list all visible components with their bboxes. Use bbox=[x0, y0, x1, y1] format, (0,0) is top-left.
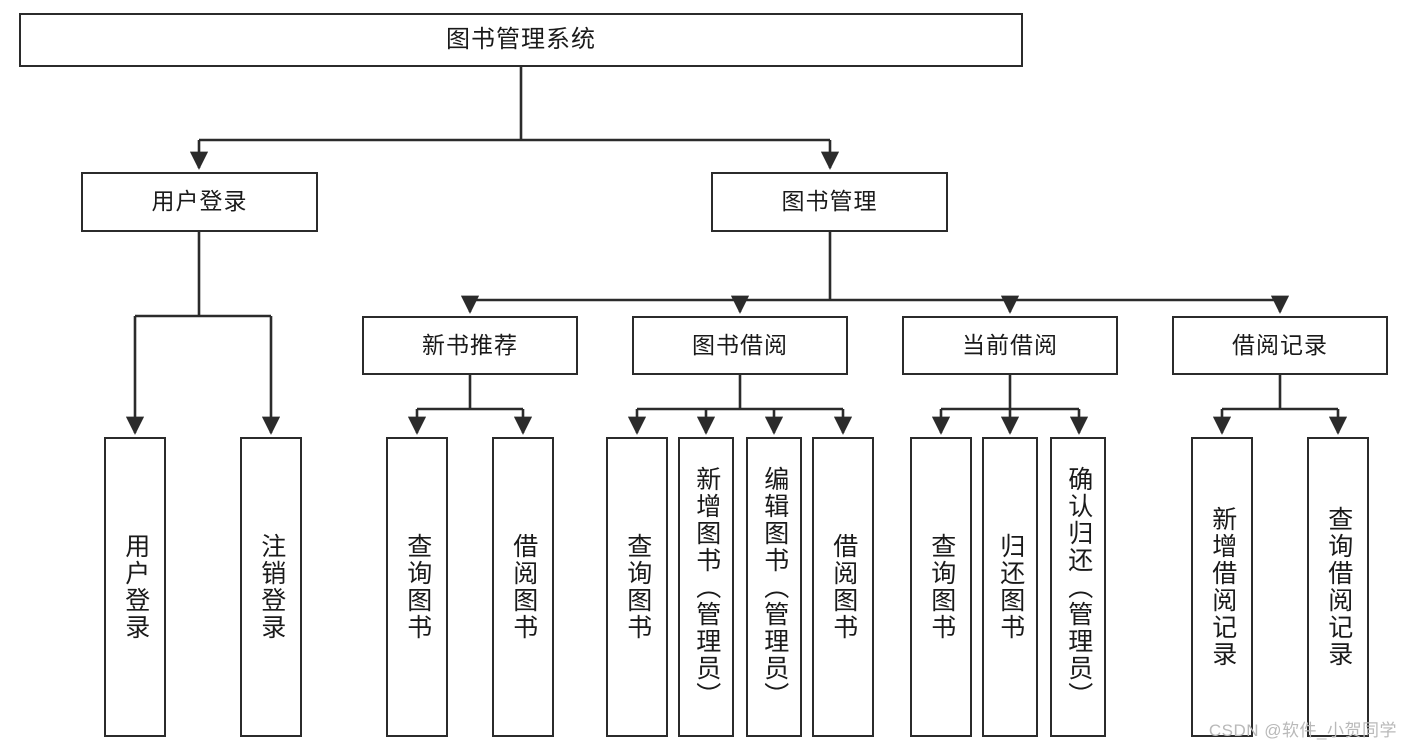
leaf-user-login[interactable]: 用户登录 bbox=[104, 437, 166, 737]
node-label: 查询图书 bbox=[403, 533, 432, 641]
node-label: 借阅图书 bbox=[509, 533, 538, 641]
node-label: 新书推荐 bbox=[422, 331, 518, 358]
leaf-query-borrow-record[interactable]: 查询借阅记录 bbox=[1307, 437, 1369, 737]
leaf-return-book[interactable]: 归还图书 bbox=[982, 437, 1038, 737]
node-label: 图书借阅 bbox=[692, 331, 788, 358]
leaf-query-book-recommend[interactable]: 查询图书 bbox=[386, 437, 448, 737]
node-label: 归还图书 bbox=[996, 533, 1025, 641]
csdn-watermark: CSDN @软件_小贺同学 bbox=[1208, 721, 1397, 740]
node-book-borrow[interactable]: 图书借阅 bbox=[632, 316, 848, 375]
node-new-book-recommend[interactable]: 新书推荐 bbox=[362, 316, 578, 375]
node-label: 确认归还（管理员） bbox=[1064, 465, 1093, 709]
node-label: 图书管理 bbox=[781, 188, 878, 215]
node-current-borrow[interactable]: 当前借阅 bbox=[902, 316, 1118, 375]
node-label: 用户登录 bbox=[151, 188, 248, 215]
leaf-add-borrow-record[interactable]: 新增借阅记录 bbox=[1191, 437, 1253, 737]
node-label: 查询借阅记录 bbox=[1324, 506, 1353, 668]
node-label: 当前借阅 bbox=[962, 331, 1058, 358]
node-label: 编辑图书（管理员） bbox=[760, 465, 789, 709]
node-book-management[interactable]: 图书管理 bbox=[711, 172, 948, 232]
leaf-borrow-book[interactable]: 借阅图书 bbox=[812, 437, 874, 737]
leaf-borrow-book-recommend[interactable]: 借阅图书 bbox=[492, 437, 554, 737]
node-label: 图书管理系统 bbox=[446, 25, 596, 53]
leaf-add-book-admin[interactable]: 新增图书（管理员） bbox=[678, 437, 734, 737]
node-label: 借阅记录 bbox=[1232, 331, 1328, 358]
node-label: 用户登录 bbox=[121, 533, 150, 641]
node-borrow-record[interactable]: 借阅记录 bbox=[1172, 316, 1388, 375]
node-label: 注销登录 bbox=[257, 533, 286, 641]
leaf-logout-login[interactable]: 注销登录 bbox=[240, 437, 302, 737]
leaf-edit-book-admin[interactable]: 编辑图书（管理员） bbox=[746, 437, 802, 737]
node-label: 新增借阅记录 bbox=[1208, 506, 1237, 668]
node-label: 新增图书（管理员） bbox=[692, 465, 721, 709]
node-label: 查询图书 bbox=[927, 533, 956, 641]
leaf-confirm-return-admin[interactable]: 确认归还（管理员） bbox=[1050, 437, 1106, 737]
node-root-system[interactable]: 图书管理系统 bbox=[19, 13, 1023, 67]
node-user-login[interactable]: 用户登录 bbox=[81, 172, 318, 232]
node-label: 借阅图书 bbox=[829, 533, 858, 641]
leaf-query-book-borrow[interactable]: 查询图书 bbox=[606, 437, 668, 737]
node-label: 查询图书 bbox=[623, 533, 652, 641]
leaf-query-book-current[interactable]: 查询图书 bbox=[910, 437, 972, 737]
